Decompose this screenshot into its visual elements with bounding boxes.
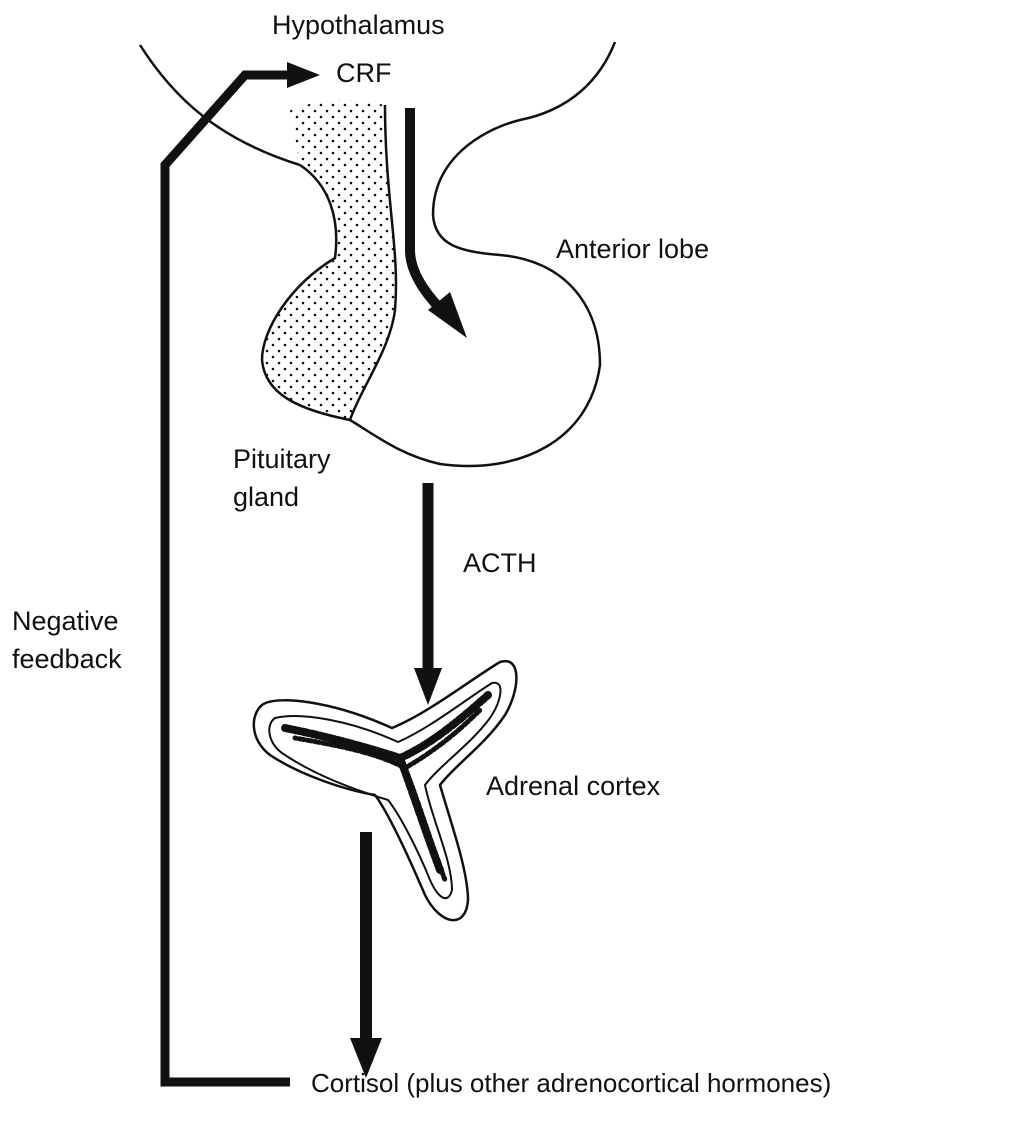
feedback-arrow-head [287,62,320,88]
acth-label: ACTH [463,546,537,580]
crf-label: CRF [336,56,392,90]
adrenal-cortex-label: Adrenal cortex [486,769,660,803]
cortisol-label: Cortisol (plus other adrenocortical horm… [311,1066,831,1100]
posterior-lobe-dotted-region [262,100,396,420]
crf-arrow-shaft [410,108,450,318]
acth-arrow-head [414,668,442,705]
negative-feedback-line [165,75,292,1082]
hypothalamus-label: Hypothalamus [272,8,445,42]
pituitary-gland-label-line2: gland [233,480,299,514]
negative-feedback-label-line1: Negative [12,604,119,638]
anterior-lobe-label: Anterior lobe [556,232,709,266]
pituitary-gland-label-line1: Pituitary [233,442,331,476]
negative-feedback-label-line2: feedback [12,642,122,676]
